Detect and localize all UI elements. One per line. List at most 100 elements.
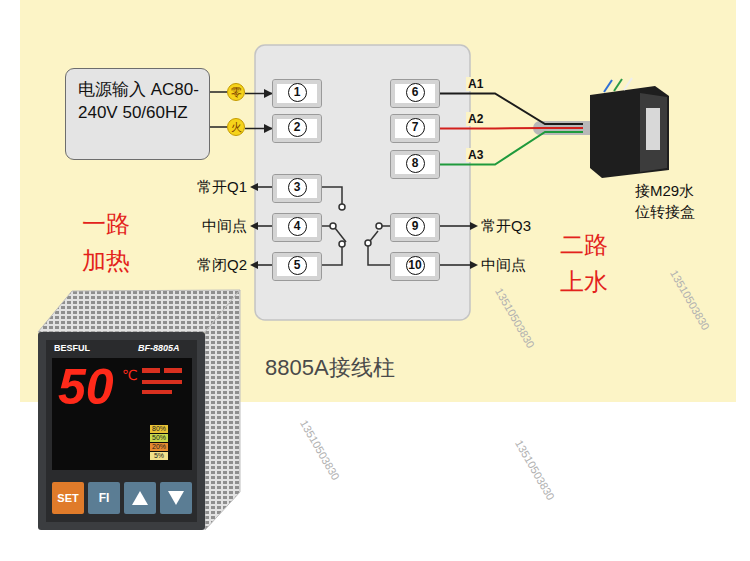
switch-contact (339, 241, 345, 247)
output-label: 常开Q1 (197, 177, 247, 197)
sensor-wire (440, 94, 583, 125)
leader-line (256, 225, 272, 227)
switch-wire (368, 246, 390, 265)
switch-wire (322, 187, 342, 204)
terminal-number: 4 (288, 217, 307, 236)
sensor-wire (440, 132, 583, 165)
up-triangle (132, 491, 148, 505)
arrow-head (470, 261, 478, 269)
switch-blade (335, 228, 346, 242)
down-button (160, 482, 192, 514)
adapter-wire (624, 78, 632, 90)
button-text: SET (52, 491, 84, 505)
adapter-body (590, 86, 669, 178)
output-label: 常开Q3 (481, 216, 531, 236)
terminal-number: 1 (288, 83, 307, 102)
switch-blade (370, 231, 378, 241)
output-label: 中间点 (202, 216, 247, 236)
display-segment (164, 368, 182, 373)
terminal-block: 9 (390, 213, 440, 242)
level-text: 20% (150, 443, 168, 451)
button-text: FI (88, 491, 120, 505)
relay-switch-symbols (322, 187, 390, 265)
terminal-number: 6 (406, 83, 425, 102)
power-wire (245, 128, 272, 130)
wire-mark: 火 (228, 119, 244, 135)
controller-bezel (46, 340, 197, 522)
power-input-box: 电源输入 AC80-240V 50/60HZ (65, 68, 210, 160)
adapter-wire (604, 80, 612, 92)
level-text: 80% (150, 425, 168, 433)
terminal-number: 8 (406, 154, 425, 173)
down-triangle (168, 491, 184, 505)
terminal-block: 5 (272, 252, 322, 281)
model-text: BF-8805A (138, 343, 180, 354)
switch-wire (382, 225, 390, 227)
arrow-head (250, 261, 258, 269)
terminal-number: 2 (288, 118, 307, 137)
output-label: 中间点 (481, 255, 526, 275)
brand-text: BESFUL (54, 343, 90, 354)
adapter-sticker (646, 108, 660, 150)
channel-label: 一路 加热 (82, 205, 134, 279)
switch-wire (322, 225, 330, 227)
leader-line (440, 264, 472, 266)
display-unit: ℃ (122, 367, 138, 383)
watermark: 13510503830 (493, 286, 537, 350)
power-wire (210, 126, 227, 128)
watermark: 13510503830 (513, 438, 557, 502)
water-level-adapter-picture (590, 78, 669, 178)
wire-label: A3 (466, 148, 485, 162)
terminal-number: 9 (406, 217, 425, 236)
fi-button (88, 482, 120, 514)
switch-contact (376, 223, 382, 229)
terminal-number: 5 (288, 256, 307, 275)
adapter-caption: 接M29水位转接盒 (635, 180, 705, 222)
live-badge: 火 (227, 118, 245, 136)
controller-front (38, 332, 205, 530)
sensor-wire (440, 127, 583, 130)
controller-display (52, 358, 192, 470)
level-bar (150, 425, 168, 433)
arrow-head (250, 222, 258, 230)
neutral-badge: 零 (227, 83, 245, 101)
terminal-housing-box: 8805A接线柱12345678910 (255, 45, 470, 320)
output-label: 常闭Q2 (197, 255, 247, 275)
display-reading: 50 (58, 362, 114, 412)
leader-line (256, 264, 272, 266)
leader-line (440, 225, 472, 227)
level-bar (150, 443, 168, 451)
controller-side (205, 290, 240, 530)
switch-contact (339, 204, 345, 210)
power-wire (245, 93, 272, 95)
terminal-block: 3 (272, 174, 322, 203)
terminal-block: 8 (390, 150, 440, 179)
up-button (124, 482, 156, 514)
arrow-head (470, 222, 478, 230)
terminal-block: 7 (390, 114, 440, 143)
level-bar (150, 434, 168, 442)
adapter-face (640, 93, 667, 172)
terminal-number: 10 (406, 256, 425, 275)
terminal-number: 3 (288, 178, 307, 197)
display-segment (142, 368, 160, 373)
channel-label: 二路 上水 (560, 226, 612, 300)
adapter-box: 接M29水位转接盒 (583, 78, 671, 178)
switch-wire (322, 247, 342, 265)
level-bar (150, 452, 168, 460)
terminal-block: 1 (272, 79, 322, 108)
terminal-number: 7 (406, 118, 425, 137)
terminal-block: 6 (390, 79, 440, 108)
housing-caption: 8805A接线柱 (265, 355, 395, 381)
display-segment (142, 380, 182, 384)
adapter-wire (614, 79, 622, 91)
power-wire (210, 91, 227, 93)
set-button (52, 482, 84, 514)
level-text: 50% (150, 434, 168, 442)
terminal-housing (255, 45, 470, 320)
terminal-block: 2 (272, 114, 322, 143)
wire-mark: 零 (228, 84, 244, 100)
terminal-block: 4 (272, 213, 322, 242)
